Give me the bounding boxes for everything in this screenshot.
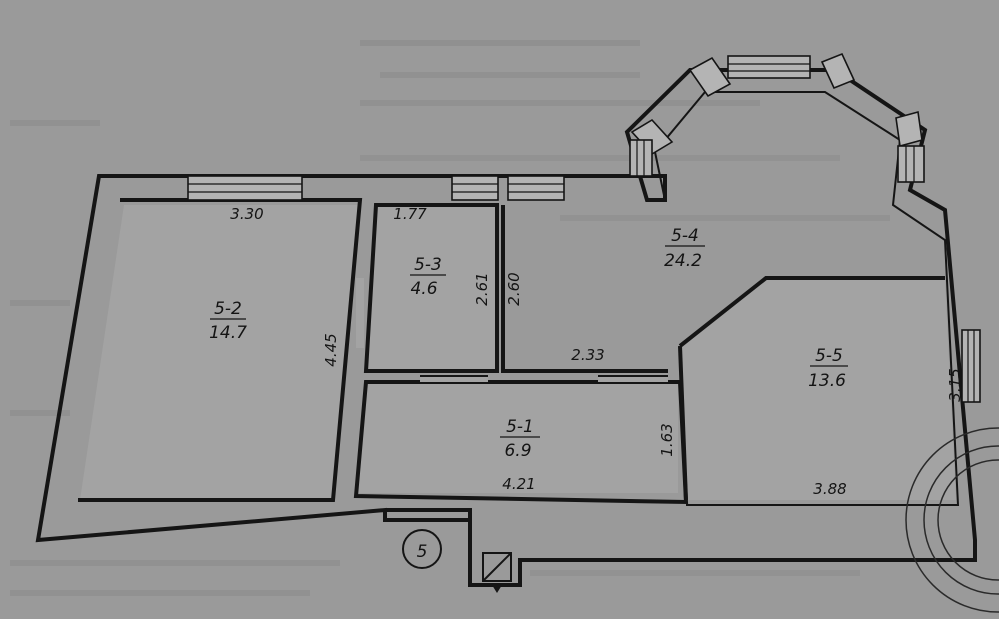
dim-room2-depth: 4.45 [322,333,340,366]
room-id: 5-2 [214,299,242,319]
room-area: 13.6 [808,371,846,391]
window-room-5-4-front [507,175,565,201]
room-id: 5-1 [506,417,534,437]
dim-room5-depth: 3.15 [946,368,964,401]
room-id: 5-4 [671,226,699,246]
outer-wall [35,68,977,587]
dim-room2-width: 3.30 [230,205,263,223]
window-room-5-3 [451,175,499,201]
room-id: 5-5 [815,346,843,366]
room-area: 6.9 [504,441,531,461]
room-label-5-4: 5-4 24.2 [664,226,705,271]
room-fills [80,205,956,500]
room-label-5-2: 5-2 14.7 [209,299,247,343]
window-room-5-5 [961,329,981,403]
dim-room1-depth: 1.63 [658,423,676,456]
room-label-5-1: 5-1 6.9 [500,417,540,461]
window-room-5-2 [187,175,303,201]
door-openings [356,278,668,382]
room-area: 4.6 [410,279,437,299]
dim-room1-width: 4.21 [502,475,535,493]
dim-room3-depth: 2.61 [473,272,491,305]
dim-corridor-width: 2.33 [571,346,604,364]
room-area: 14.7 [209,323,247,343]
background-text-noise [10,40,890,596]
stamp-seal [905,427,999,613]
window-bay-left [629,56,732,177]
window-bay-top [727,55,811,79]
shaft-icon [482,552,512,593]
room-id: 5-3 [414,255,442,275]
window-bay-right [820,52,925,183]
room-area: 24.2 [664,251,702,271]
dimension-labels: 3.30 4.45 1.77 2.61 2.60 2.33 1.63 4.21 … [230,205,964,498]
dim-room3-width: 1.77 [393,205,427,223]
partition-walls [353,203,945,520]
apartment-number-circle [402,529,442,569]
dim-room5-width: 3.88 [813,480,846,498]
dim-corridor-depth: 2.60 [505,272,523,305]
room-label-5-3: 5-3 4.6 [410,255,446,299]
apartment-number: 5 [417,542,428,562]
room-label-5-5: 5-5 13.6 [808,346,848,391]
